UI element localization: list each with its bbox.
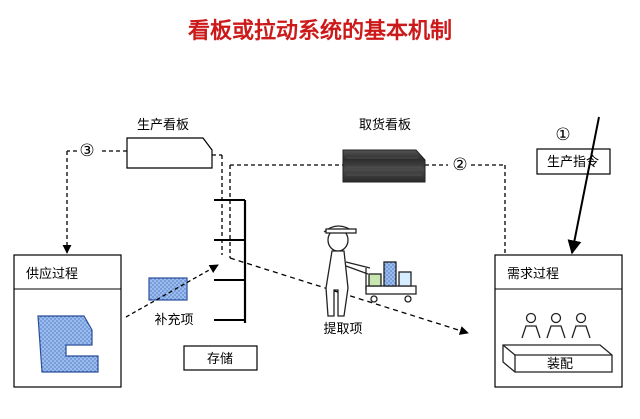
production-order-box [536, 148, 611, 175]
supply-process-label: 供应过程 [26, 266, 78, 282]
replenish-item-box [148, 277, 188, 301]
page-title: 看板或拉动系统的基本机制 [188, 18, 452, 44]
pickup-arrow [229, 257, 469, 335]
storage-label: 存储 [207, 352, 233, 367]
worker-with-cart-icon [323, 225, 417, 317]
pickup-item-label: 提取项 [323, 321, 362, 337]
withdrawal-kanban-label: 取货看板 [359, 117, 411, 133]
replenish-item-label: 补充项 [154, 312, 193, 328]
replenish-arrow [125, 264, 219, 318]
marker-2: ② [452, 155, 467, 175]
production-order-label: 生产指令 [547, 155, 599, 170]
storage-box [183, 345, 258, 371]
marker-3: ③ [79, 141, 94, 161]
assembly-workers-icon [502, 312, 613, 373]
supply-part-shape [37, 315, 99, 373]
production-kanban-label: 生产看板 [137, 117, 189, 133]
withdrawal-kanban-card [342, 149, 426, 183]
demand-process-label: 需求过程 [507, 267, 559, 282]
marker-1: ① [555, 125, 570, 145]
production-order-arrow [567, 116, 600, 255]
assembly-label: 装配 [547, 357, 573, 372]
production-kanban-card [126, 137, 213, 169]
storage-rack [214, 199, 247, 323]
